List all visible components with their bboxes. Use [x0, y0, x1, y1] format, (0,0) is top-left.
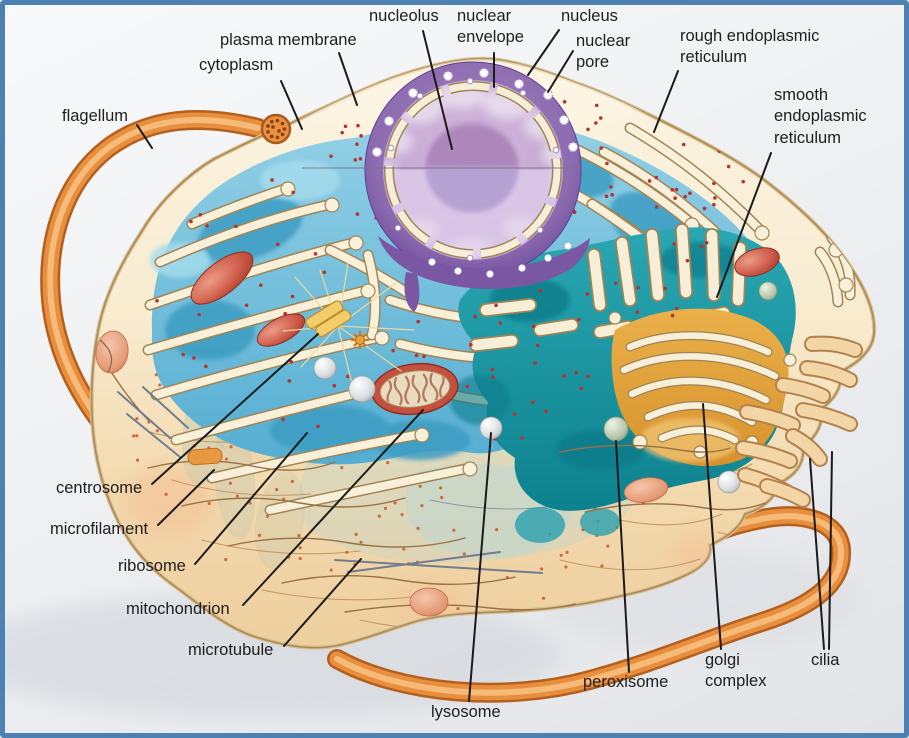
mitochondrion-3	[734, 247, 780, 277]
label-flagellum: flagellum	[62, 107, 129, 125]
leader-flagellum	[136, 124, 153, 149]
leader-lysosome	[468, 432, 492, 702]
label-nucleus: nucleus	[561, 7, 618, 25]
label-microtubule: microtubule	[188, 641, 274, 659]
leader-lines	[136, 29, 833, 702]
vesicle-salmon-1	[95, 330, 129, 374]
label-microfilament: microfilament	[50, 520, 149, 538]
leader-microtubule	[283, 558, 362, 647]
leader-nuclear-pore	[547, 50, 574, 93]
leader-microfilament	[157, 469, 215, 526]
label-nuclear-pore: nuclear pore	[576, 32, 631, 72]
peroxisome	[603, 416, 629, 442]
inner-membrane-pores	[387, 77, 560, 262]
mitochondrion-2	[256, 313, 306, 347]
label-ribosome: ribosome	[118, 557, 186, 575]
vesicle-salmon-2	[623, 477, 669, 503]
nuclear-pores	[371, 67, 579, 158]
label-centrosome: centrosome	[56, 479, 143, 497]
leader-cytoplasm	[280, 80, 303, 130]
flagellum	[40, 110, 852, 703]
cilia	[735, 335, 863, 508]
leader-ribosome	[194, 432, 308, 565]
centrosome	[305, 300, 352, 338]
label-lysosome: lysosome	[431, 703, 501, 721]
leader-nucleolus	[422, 30, 453, 150]
label-cilia: cilia	[811, 651, 840, 669]
leader-rough-er	[653, 70, 679, 133]
label-nuclear-envelope: nuclear envelope	[457, 7, 524, 47]
leader-smooth-er	[716, 152, 772, 298]
nuclear-envelope-lower	[378, 236, 590, 312]
leader-peroxisome	[615, 440, 630, 673]
label-nucleolus: nucleolus	[369, 7, 439, 25]
leader-nucleus	[527, 29, 560, 76]
label-rough-er: rough endoplasmic reticulum	[680, 27, 820, 67]
leader-cilia-2	[828, 451, 833, 650]
microtubules	[117, 386, 543, 574]
vesicle-3	[717, 470, 741, 494]
mitochondrion-1	[190, 251, 254, 305]
label-plasma-membrane: plasma membrane	[220, 31, 357, 49]
leader-centrosome	[151, 333, 319, 485]
flagellum-basal-segment	[187, 447, 223, 466]
vesicle-1	[313, 356, 337, 380]
leader-mitochondrion	[242, 409, 424, 606]
organelles	[95, 247, 780, 617]
leader-plasma-membrane	[338, 52, 358, 106]
leader-cilia-1	[809, 458, 825, 650]
label-mitochondrion: mitochondrion	[126, 600, 230, 618]
leader-golgi-complex	[702, 403, 722, 650]
label-peroxisome: peroxisome	[583, 673, 669, 691]
peroxisome-2	[758, 281, 778, 301]
nucleus	[364, 61, 582, 279]
label-golgi-complex: golgi complex	[705, 651, 767, 691]
vesicle-salmon-3	[409, 587, 449, 617]
vesicle-2	[348, 375, 376, 403]
mitochondrion-open	[371, 362, 459, 416]
label-smooth-er: smooth endoplasmic reticulum	[774, 86, 867, 147]
nucleolus	[426, 121, 518, 213]
centriole-star	[351, 331, 369, 349]
label-cytoplasm: cytoplasm	[199, 56, 274, 74]
flagellum-base-cross-section	[260, 113, 292, 145]
